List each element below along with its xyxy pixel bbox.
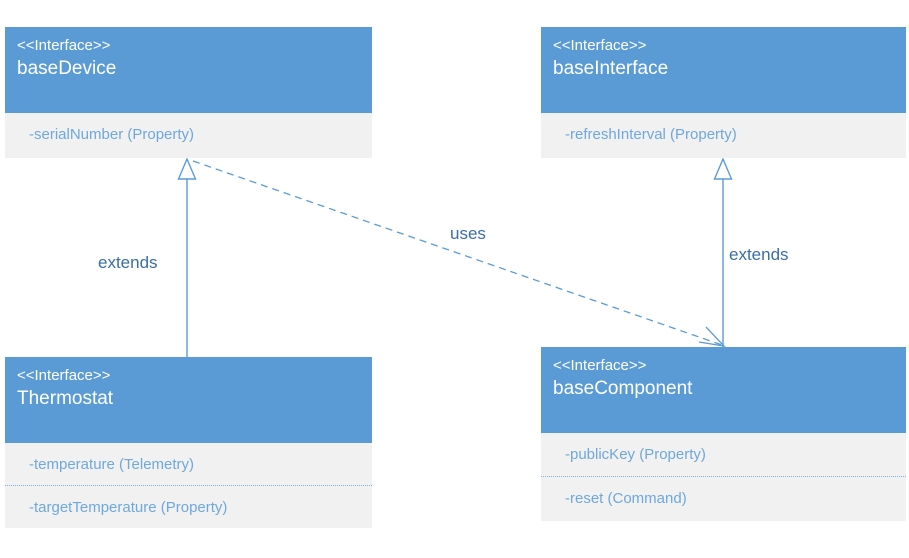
uml-class-name: Thermostat	[17, 388, 114, 409]
uml-box-header: <<Interface>> baseInterface	[541, 27, 906, 113]
uml-member-row[interactable]: -refreshInterval (Property)	[565, 126, 737, 143]
hollow-triangle-arrowhead-icon	[177, 157, 197, 180]
uml-box-header: <<Interface>> baseComponent	[541, 347, 906, 433]
uml-member-row[interactable]: -serialNumber (Property)	[29, 126, 195, 143]
connector-basecomponent-extends-baseinterface[interactable]	[713, 157, 733, 347]
uml-stereotype: <<Interface>>	[553, 357, 647, 374]
uml-box-basecomponent[interactable]: <<Interface>> baseComponent -publicKey (…	[541, 347, 906, 521]
uml-stereotype: <<Interface>>	[17, 37, 111, 54]
uml-box-header: <<Interface>> baseDevice	[5, 27, 372, 113]
uml-box-body: -temperature (Telemetry) -targetTemperat…	[5, 443, 372, 528]
connector-basecomponent-uses-basedevice[interactable]	[192, 160, 726, 347]
uml-box-body: -publicKey (Property) -reset (Command)	[541, 433, 906, 521]
connector-label-uses: uses	[450, 224, 486, 243]
uml-stereotype: <<Interface>>	[553, 37, 647, 54]
uml-class-name: baseDevice	[17, 58, 117, 79]
uml-member-row[interactable]: -targetTemperature (Property)	[5, 485, 372, 528]
connector-label-extends-right: extends	[729, 245, 789, 264]
uml-box-header: <<Interface>> Thermostat	[5, 357, 372, 443]
uml-box-thermostat[interactable]: <<Interface>> Thermostat -temperature (T…	[5, 357, 372, 528]
uml-member-row[interactable]: -temperature (Telemetry)	[29, 456, 195, 473]
uml-member-row[interactable]: -reset (Command)	[541, 476, 906, 521]
hollow-triangle-arrowhead-icon	[713, 157, 733, 180]
uml-box-baseinterface[interactable]: <<Interface>> baseInterface -refreshInte…	[541, 27, 906, 158]
uml-class-name: baseComponent	[553, 378, 693, 399]
uml-box-basedevice[interactable]: <<Interface>> baseDevice -serialNumber (…	[5, 27, 372, 158]
uml-class-name: baseInterface	[553, 58, 669, 79]
connector-label-extends-left: extends	[98, 253, 158, 272]
uml-stereotype: <<Interface>>	[17, 367, 111, 384]
uml-box-body: -refreshInterval (Property)	[541, 113, 906, 158]
connector-line-dashed	[192, 160, 723, 346]
connector-thermostat-extends-basedevice[interactable]	[177, 157, 197, 357]
open-arrowhead-icon	[698, 326, 726, 347]
uml-box-body: -serialNumber (Property)	[5, 113, 372, 158]
uml-member-row[interactable]: -publicKey (Property)	[565, 446, 706, 463]
